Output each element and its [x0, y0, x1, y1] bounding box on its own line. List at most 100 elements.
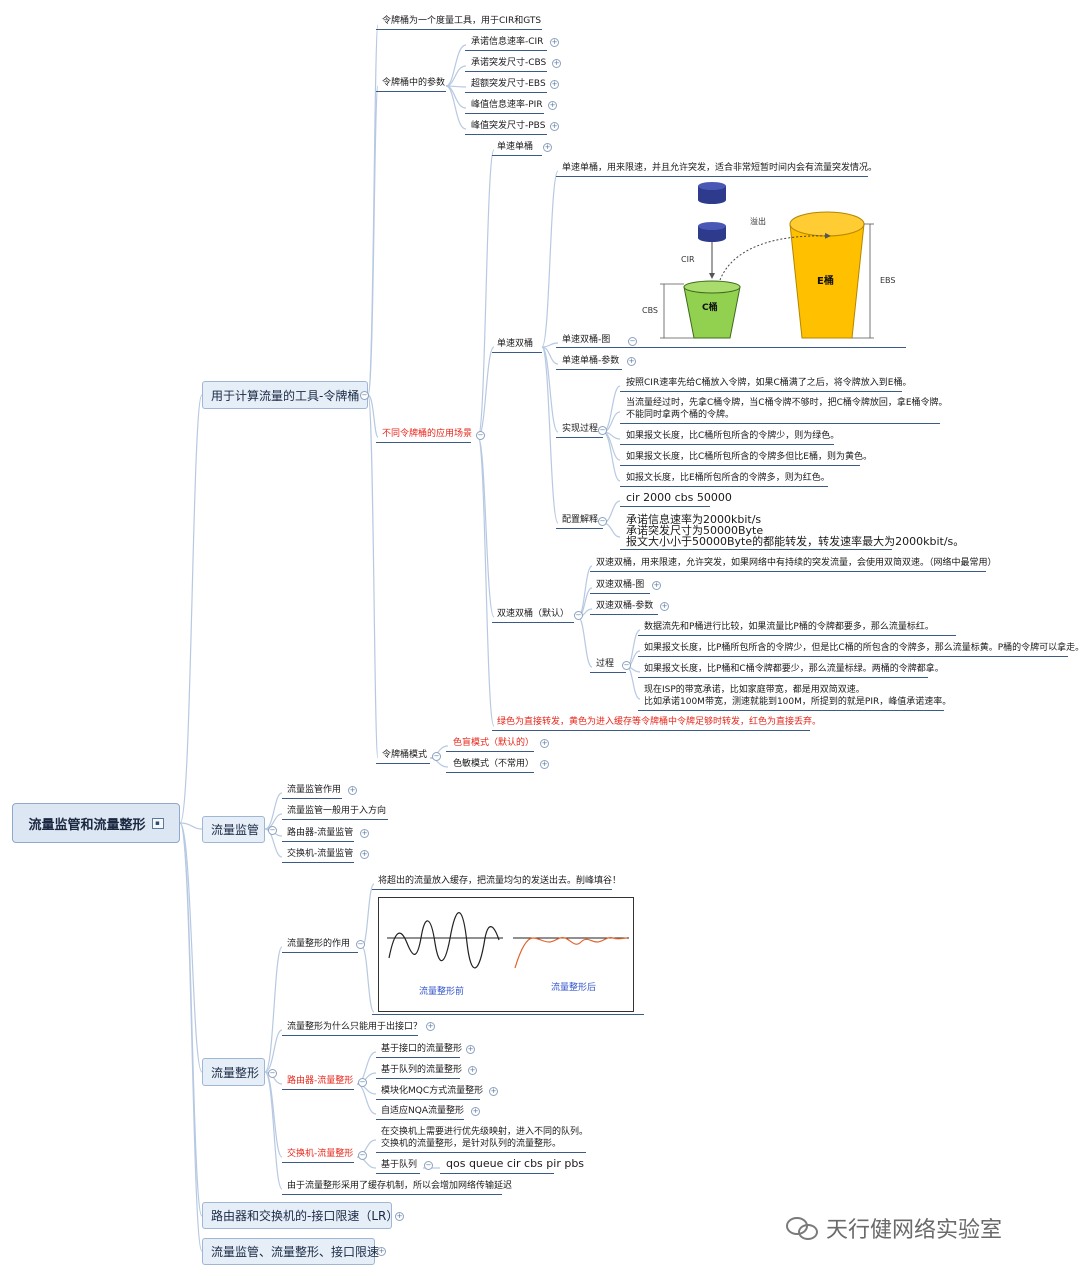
collapse-toggle-icon[interactable]: − [622, 661, 631, 670]
node-single-single[interactable]: 单速单桶 [497, 142, 534, 152]
collapse-toggle-icon[interactable]: − [476, 431, 485, 440]
process-step[interactable]: 如报文长度，比E桶所包所含的令牌多，则为红色。 [626, 473, 830, 483]
param-item[interactable]: 峰值突发尺寸-PBS [471, 121, 546, 131]
node-params[interactable]: 令牌桶中的参数 [382, 78, 446, 88]
collapse-toggle-icon[interactable]: − [358, 1151, 367, 1160]
config-line[interactable]: cir 2000 cbs 50000 [626, 491, 732, 504]
node-why-out[interactable]: 流量整形为什么只能用于出接口？ [287, 1022, 423, 1032]
node-param[interactable]: 双速双桶-参数 [596, 601, 654, 611]
collapse-toggle-icon[interactable]: − [574, 611, 583, 620]
expand-icon[interactable]: + [543, 143, 552, 152]
expand-icon[interactable]: + [550, 122, 559, 131]
police-item[interactable]: 流量监管一般用于入方向 [287, 806, 387, 816]
process-step[interactable]: 当流量经过时，先拿C桶令牌，当C桶令牌不够时，把C桶令牌放回，拿E桶令牌。 [626, 398, 948, 408]
collapse-toggle-icon[interactable]: − [424, 1161, 433, 1170]
topic-comparison[interactable]: 流量监管、流量整形、接口限速 [202, 1238, 379, 1265]
delay-note[interactable]: 由于流量整形采用了缓存机制，所以会增加网络传输延迟 [287, 1181, 513, 1191]
node-switch-shaping[interactable]: 交换机-流量整形 [287, 1149, 354, 1159]
double-desc[interactable]: 双速双桶，用来限速，允许突发，如果网络中有持续的突发流量，会使用双简双速。（网络… [596, 558, 997, 568]
node-single-double[interactable]: 单速双桶 [497, 339, 534, 349]
process-step[interactable]: 现在ISP的带宽承诺，比如家庭带宽，都是用双简双速。 [644, 685, 865, 695]
router-item[interactable]: 基于接口的流量整形 [381, 1044, 463, 1054]
process-step[interactable]: 数据流先和P桶进行比较，如果流量比P桶的令牌都要多，那么流量标红。 [644, 622, 934, 632]
param-item[interactable]: 峰值信息速率-PIR [471, 100, 543, 110]
collapse-toggle-icon[interactable]: − [432, 752, 441, 761]
color-note[interactable]: 绿色为直接转发，黄色为进入缓存等令牌桶中令牌足够时转发，红色为直接丢弃。 [497, 717, 822, 727]
expand-icon[interactable]: + [652, 581, 661, 590]
node-queue[interactable]: 基于队列 [381, 1160, 418, 1170]
collapse-toggle-icon[interactable]: − [598, 517, 607, 526]
expand-icon[interactable]: + [471, 1107, 480, 1116]
queue-command[interactable]: qos queue cir cbs pir pbs [446, 1157, 585, 1170]
expand-icon[interactable]: + [552, 59, 561, 68]
collapse-icon[interactable]: ▪ [151, 817, 164, 829]
param-item[interactable]: 超额突发尺寸-EBS [471, 79, 546, 89]
router-item[interactable]: 基于队列的流量整形 [381, 1065, 463, 1075]
node-double-double[interactable]: 双速双桶（默认） [497, 609, 570, 619]
node-process[interactable]: 过程 [596, 659, 615, 669]
expand-icon[interactable]: + [395, 1212, 404, 1221]
expand-icon[interactable]: + [426, 1022, 435, 1031]
param-item[interactable]: 承诺信息速率-CIR [471, 37, 544, 47]
expand-icon[interactable]: + [540, 760, 549, 769]
collapse-toggle-icon[interactable]: − [358, 1078, 367, 1087]
expand-icon[interactable]: + [548, 101, 557, 110]
expand-icon[interactable]: + [466, 1045, 475, 1054]
process-step[interactable]: 比如承诺100M带宽，测速就能到100M，所提到的就是PIR，峰值承诺速率。 [644, 697, 952, 707]
expand-icon[interactable]: + [660, 602, 669, 611]
expand-icon[interactable]: + [540, 739, 549, 748]
expand-icon[interactable]: + [360, 850, 369, 859]
police-item[interactable]: 路由器-流量监管 [287, 828, 354, 838]
process-step[interactable]: 如果报文长度，比C桶所包所含的令牌多但比E桶，则为黄色。 [626, 452, 872, 462]
expand-icon[interactable]: + [468, 1066, 477, 1075]
process-step[interactable]: 如果报文长度，比P桶和C桶令牌都要少，那么流量标绿。两桶的令牌都拿。 [644, 664, 944, 674]
switch-desc[interactable]: 交换机的流量整形，是针对队列的流量整形。 [381, 1139, 562, 1149]
shape-effect-desc[interactable]: 将超出的流量放入缓存，把流量均匀的发送出去。削峰填谷！ [378, 876, 622, 886]
collapse-toggle-icon[interactable]: − [268, 1069, 277, 1078]
topic-label: 流量监管 [211, 823, 260, 837]
expand-icon[interactable]: + [489, 1087, 498, 1096]
process-step[interactable]: 不能同时拿两个桶的令牌。 [626, 410, 735, 420]
police-item[interactable]: 流量监管作用 [287, 785, 342, 795]
expand-icon[interactable]: + [348, 786, 357, 795]
mode-item[interactable]: 色敏模式（不常用） [453, 759, 535, 769]
expand-icon[interactable]: + [627, 357, 636, 366]
switch-desc[interactable]: 在交换机上需要进行优先级映射，进入不同的队列。 [381, 1127, 589, 1137]
expand-icon[interactable]: + [550, 80, 559, 89]
expand-icon[interactable]: + [377, 1247, 386, 1256]
node-figure[interactable]: 单速双桶-图 [562, 335, 611, 345]
config-line[interactable]: 承诺突发尺寸为50000Byte [626, 524, 764, 537]
collapse-toggle-icon[interactable]: − [360, 391, 369, 400]
process-step[interactable]: 如果报文长度，比P桶所包所含的令牌少，但是比C桶的所包含的令牌多，那么流量标黄。… [644, 643, 1080, 653]
node-bucket-mode[interactable]: 令牌桶模式 [382, 750, 428, 760]
router-item[interactable]: 自适应NQA流量整形 [381, 1106, 464, 1116]
topic-token-bucket[interactable]: 用于计算流量的工具-令牌桶 [202, 381, 368, 409]
collapse-toggle-icon[interactable]: − [268, 826, 277, 835]
police-item[interactable]: 交换机-流量监管 [287, 849, 354, 859]
node-router-shaping[interactable]: 路由器-流量整形 [287, 1076, 354, 1086]
param-item[interactable]: 承诺突发尺寸-CBS [471, 58, 547, 68]
process-step[interactable]: 按照CIR速率先给C桶放入令牌，如果C桶满了之后，将令牌放入到E桶。 [626, 378, 912, 388]
config-line[interactable]: 报文大小小于50000Byte的都能转发，转发速率最大为2000kbit/s。 [626, 535, 965, 548]
collapse-toggle-icon[interactable]: − [628, 337, 637, 346]
topic-traffic-policing[interactable]: 流量监管 [202, 816, 265, 843]
expand-icon[interactable]: + [550, 38, 559, 47]
node-process[interactable]: 实现过程 [562, 424, 599, 434]
node-param[interactable]: 单速单桶-参数 [562, 356, 620, 366]
mode-item[interactable]: 色盲模式（默认的） [453, 738, 535, 748]
topic-interface-rate-limit[interactable]: 路由器和交换机的-接口限速（LR） [202, 1202, 398, 1229]
root-topic[interactable]: 流量监管和流量整形 ▪ [12, 803, 180, 843]
expand-icon[interactable]: + [360, 829, 369, 838]
node-bucket-desc[interactable]: 令牌桶为一个度量工具，用于CIR和GTS [382, 16, 542, 26]
collapse-toggle-icon[interactable]: − [356, 940, 365, 949]
process-step[interactable]: 如果报文长度，比C桶所包所含的令牌少，则为绿色。 [626, 431, 840, 441]
node-config[interactable]: 配置解释 [562, 515, 599, 525]
single-double-desc[interactable]: 单速单桶，用来限速，并且允许突发，适合非常短暂时间内会有流量突发情况。 [562, 163, 878, 173]
node-scenarios[interactable]: 不同令牌桶的应用场景 [382, 429, 473, 439]
collapse-toggle-icon[interactable]: − [598, 426, 607, 435]
topic-traffic-shaping[interactable]: 流量整形 [202, 1058, 265, 1086]
node-shape-effect[interactable]: 流量整形的作用 [287, 939, 351, 949]
node-figure[interactable]: 双速双桶-图 [596, 580, 645, 590]
router-item[interactable]: 模块化MQC方式流量整形 [381, 1086, 484, 1096]
config-line[interactable]: 承诺信息速率为2000kbit/s [626, 513, 762, 526]
